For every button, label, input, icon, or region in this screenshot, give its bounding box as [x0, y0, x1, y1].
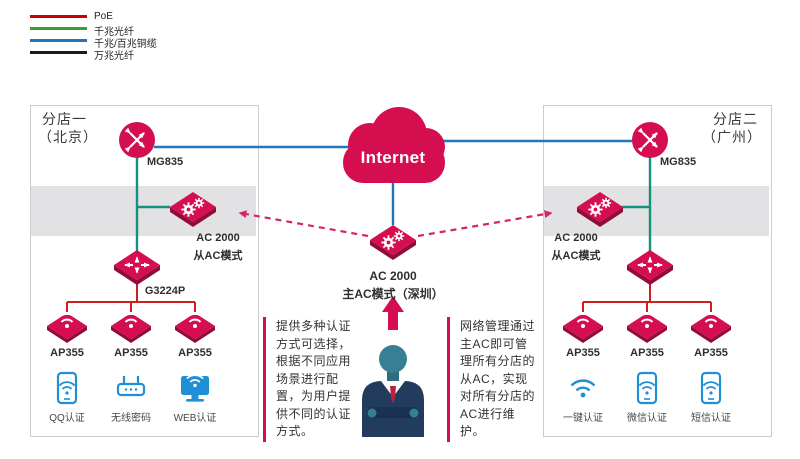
ac-controller-icon-left	[170, 192, 216, 227]
branch-right-ac-label-line2: 从AC模式	[551, 250, 601, 262]
branch-right-router-label: MG835	[660, 156, 697, 168]
branch-left-title-line1: 分店一	[42, 111, 87, 127]
copper-links	[154, 139, 634, 225]
client-label: 微信认证	[627, 413, 667, 424]
branch-right-ac-label-line1: AC 2000	[554, 232, 598, 244]
ac-controller-icon-right	[577, 192, 623, 227]
ap-label: AP355	[178, 347, 212, 359]
note-management: 网络管理通过主AC即可管理所有分店的从AC，实现对所有分店的AC进行维护。	[447, 317, 535, 442]
client-label: WEB认证	[173, 413, 217, 424]
phone-icon	[56, 371, 78, 405]
ap-icon	[47, 312, 87, 343]
phone-icon	[636, 371, 658, 405]
ap-label: AP355	[630, 347, 664, 359]
ap-icon	[691, 312, 731, 343]
ac-band-left	[31, 186, 256, 236]
management-arrows	[238, 210, 553, 238]
ap-icon	[175, 312, 215, 343]
branch-left-switch-label: G3224P	[144, 285, 186, 297]
client-label: 无线密码	[111, 413, 151, 424]
switch-icon-left	[114, 250, 160, 285]
legend-label-copper: 千兆/百兆铜缆	[94, 39, 157, 50]
legend-label-fiber1g: 千兆光纤	[94, 27, 134, 38]
branch-left-ac-label-line2: 从AC模式	[193, 250, 243, 262]
branch-left-router-label: MG835	[147, 156, 184, 168]
ap-label: AP355	[114, 347, 148, 359]
switch-icon-right	[627, 250, 673, 285]
legend-swatch-fiber10g	[30, 51, 87, 54]
admin-person-icon	[362, 345, 424, 437]
ap-icon	[627, 312, 667, 343]
legend-swatch-copper	[30, 39, 87, 42]
router-icon-right	[632, 122, 668, 158]
ap-icon	[563, 312, 603, 343]
legend-swatch-fiber1g	[30, 27, 87, 30]
main-ac-label-line2: 主AC模式（深圳）	[342, 287, 444, 301]
legend-label-fiber10g: 万兆光纤	[94, 51, 134, 62]
uplink-arrow	[382, 296, 404, 330]
wifi-router-icon	[116, 374, 146, 397]
branch-left-ac-label-line1: AC 2000	[196, 232, 240, 244]
router-icon-left	[119, 122, 155, 158]
legend-swatch-poe	[30, 15, 87, 18]
ac-controller-icon-main	[370, 225, 416, 260]
dashed-arrow-right	[417, 210, 553, 238]
ap-label: AP355	[566, 347, 600, 359]
ap-icon	[111, 312, 151, 343]
branch-right-title-line1: 分店二	[713, 111, 758, 127]
monitor-icon	[181, 375, 209, 402]
client-label: 短信认证	[691, 413, 731, 424]
internet-label: Internet	[360, 148, 426, 167]
dashed-arrow-left	[238, 210, 369, 238]
legend-label-poe: PoE	[94, 11, 113, 22]
ap-label: AP355	[694, 347, 728, 359]
main-ac-label-line1: AC 2000	[369, 269, 417, 283]
note-authentication: 提供多种认证方式可选择，根据不同应用场景进行配置，为用户提供不同的认证方式。	[263, 317, 351, 442]
fiber-links	[135, 157, 652, 251]
client-label: QQ认证	[49, 413, 85, 424]
client-label: 一键认证	[563, 413, 603, 424]
ap-label: AP355	[50, 347, 84, 359]
branch-left-title-line2: （北京）	[38, 129, 98, 145]
internet-cloud-icon	[343, 107, 445, 183]
phone-icon	[700, 371, 722, 405]
branch-right-title-line2: （广州）	[702, 129, 762, 145]
wifi-icon	[570, 379, 596, 399]
